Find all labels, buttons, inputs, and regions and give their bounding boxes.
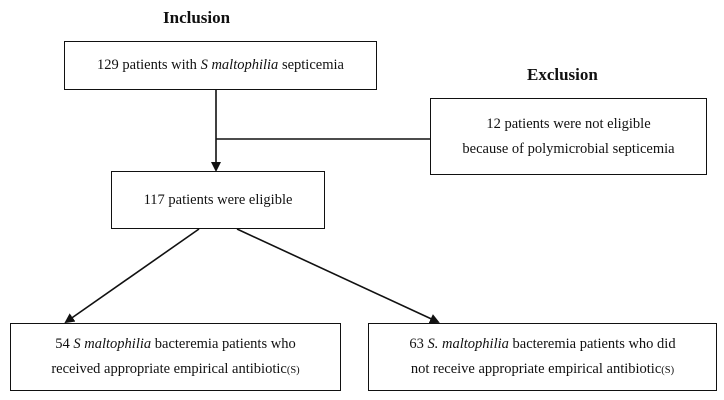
appropriate-line-2: received appropriate empirical antibioti… [51, 357, 299, 383]
total-text-a: patients with [118, 57, 201, 73]
eligible-count: 117 [143, 191, 165, 208]
total-text-b: septicemia [278, 57, 344, 73]
eligible-patients-box: 117 patients were eligible [111, 171, 325, 229]
eligible-text: 117 patients were eligible [144, 188, 293, 213]
inappropriate-line-2-text: not receive appropriate empirical antibi… [410, 360, 662, 377]
appropriate-line-1: 54 S maltophilia bacteremia patients who [55, 332, 295, 357]
total-count: 129 [97, 57, 119, 73]
appropriate-antibiotic-box: 54 S maltophilia bacteremia patients who… [10, 323, 341, 391]
connector-eligible-to-appropriate [64, 228, 200, 324]
inappropriate-count: 63 [409, 335, 424, 352]
total-organism: S maltophilia [200, 57, 279, 73]
inappropriate-organism: S. maltophilia [427, 335, 509, 352]
appropriate-count: 54 [55, 335, 70, 352]
connector-eligible-to-inappropriate [236, 228, 440, 324]
eligible-text-rest: patients were eligible [164, 191, 293, 208]
appropriate-organism: S maltophilia [73, 335, 152, 352]
excluded-count: 12 [486, 115, 501, 132]
total-patients-text: 129 patients with S maltophilia septicem… [97, 53, 344, 78]
inappropriate-line-1-rest: bacteremia patients who did [508, 335, 676, 352]
excluded-line-2: because of polymicrobial septicemia [462, 140, 675, 157]
exclusion-heading: Exclusion [527, 65, 598, 84]
excluded-line-1: 12 patients were not eligible [486, 112, 650, 137]
inappropriate-antibiotic-box: 63 S. maltophilia bacteremia patients wh… [368, 323, 717, 391]
excluded-patients-box: 12 patients were not eligible because of… [430, 98, 707, 175]
inappropriate-line-1: 63 S. maltophilia bacteremia patients wh… [409, 332, 675, 357]
excluded-line-1-rest: patients were not eligible [500, 115, 651, 132]
inappropriate-line-2: not receive appropriate empirical antibi… [411, 357, 674, 383]
inclusion-heading: Inclusion [163, 8, 231, 27]
appropriate-suffix: (S) [286, 364, 300, 376]
inappropriate-suffix: (S) [661, 364, 675, 376]
total-patients-box: 129 patients with S maltophilia septicem… [64, 41, 377, 90]
appropriate-line-1-rest: bacteremia patients who [151, 335, 296, 352]
appropriate-line-2-text: received appropriate empirical antibioti… [51, 360, 287, 377]
